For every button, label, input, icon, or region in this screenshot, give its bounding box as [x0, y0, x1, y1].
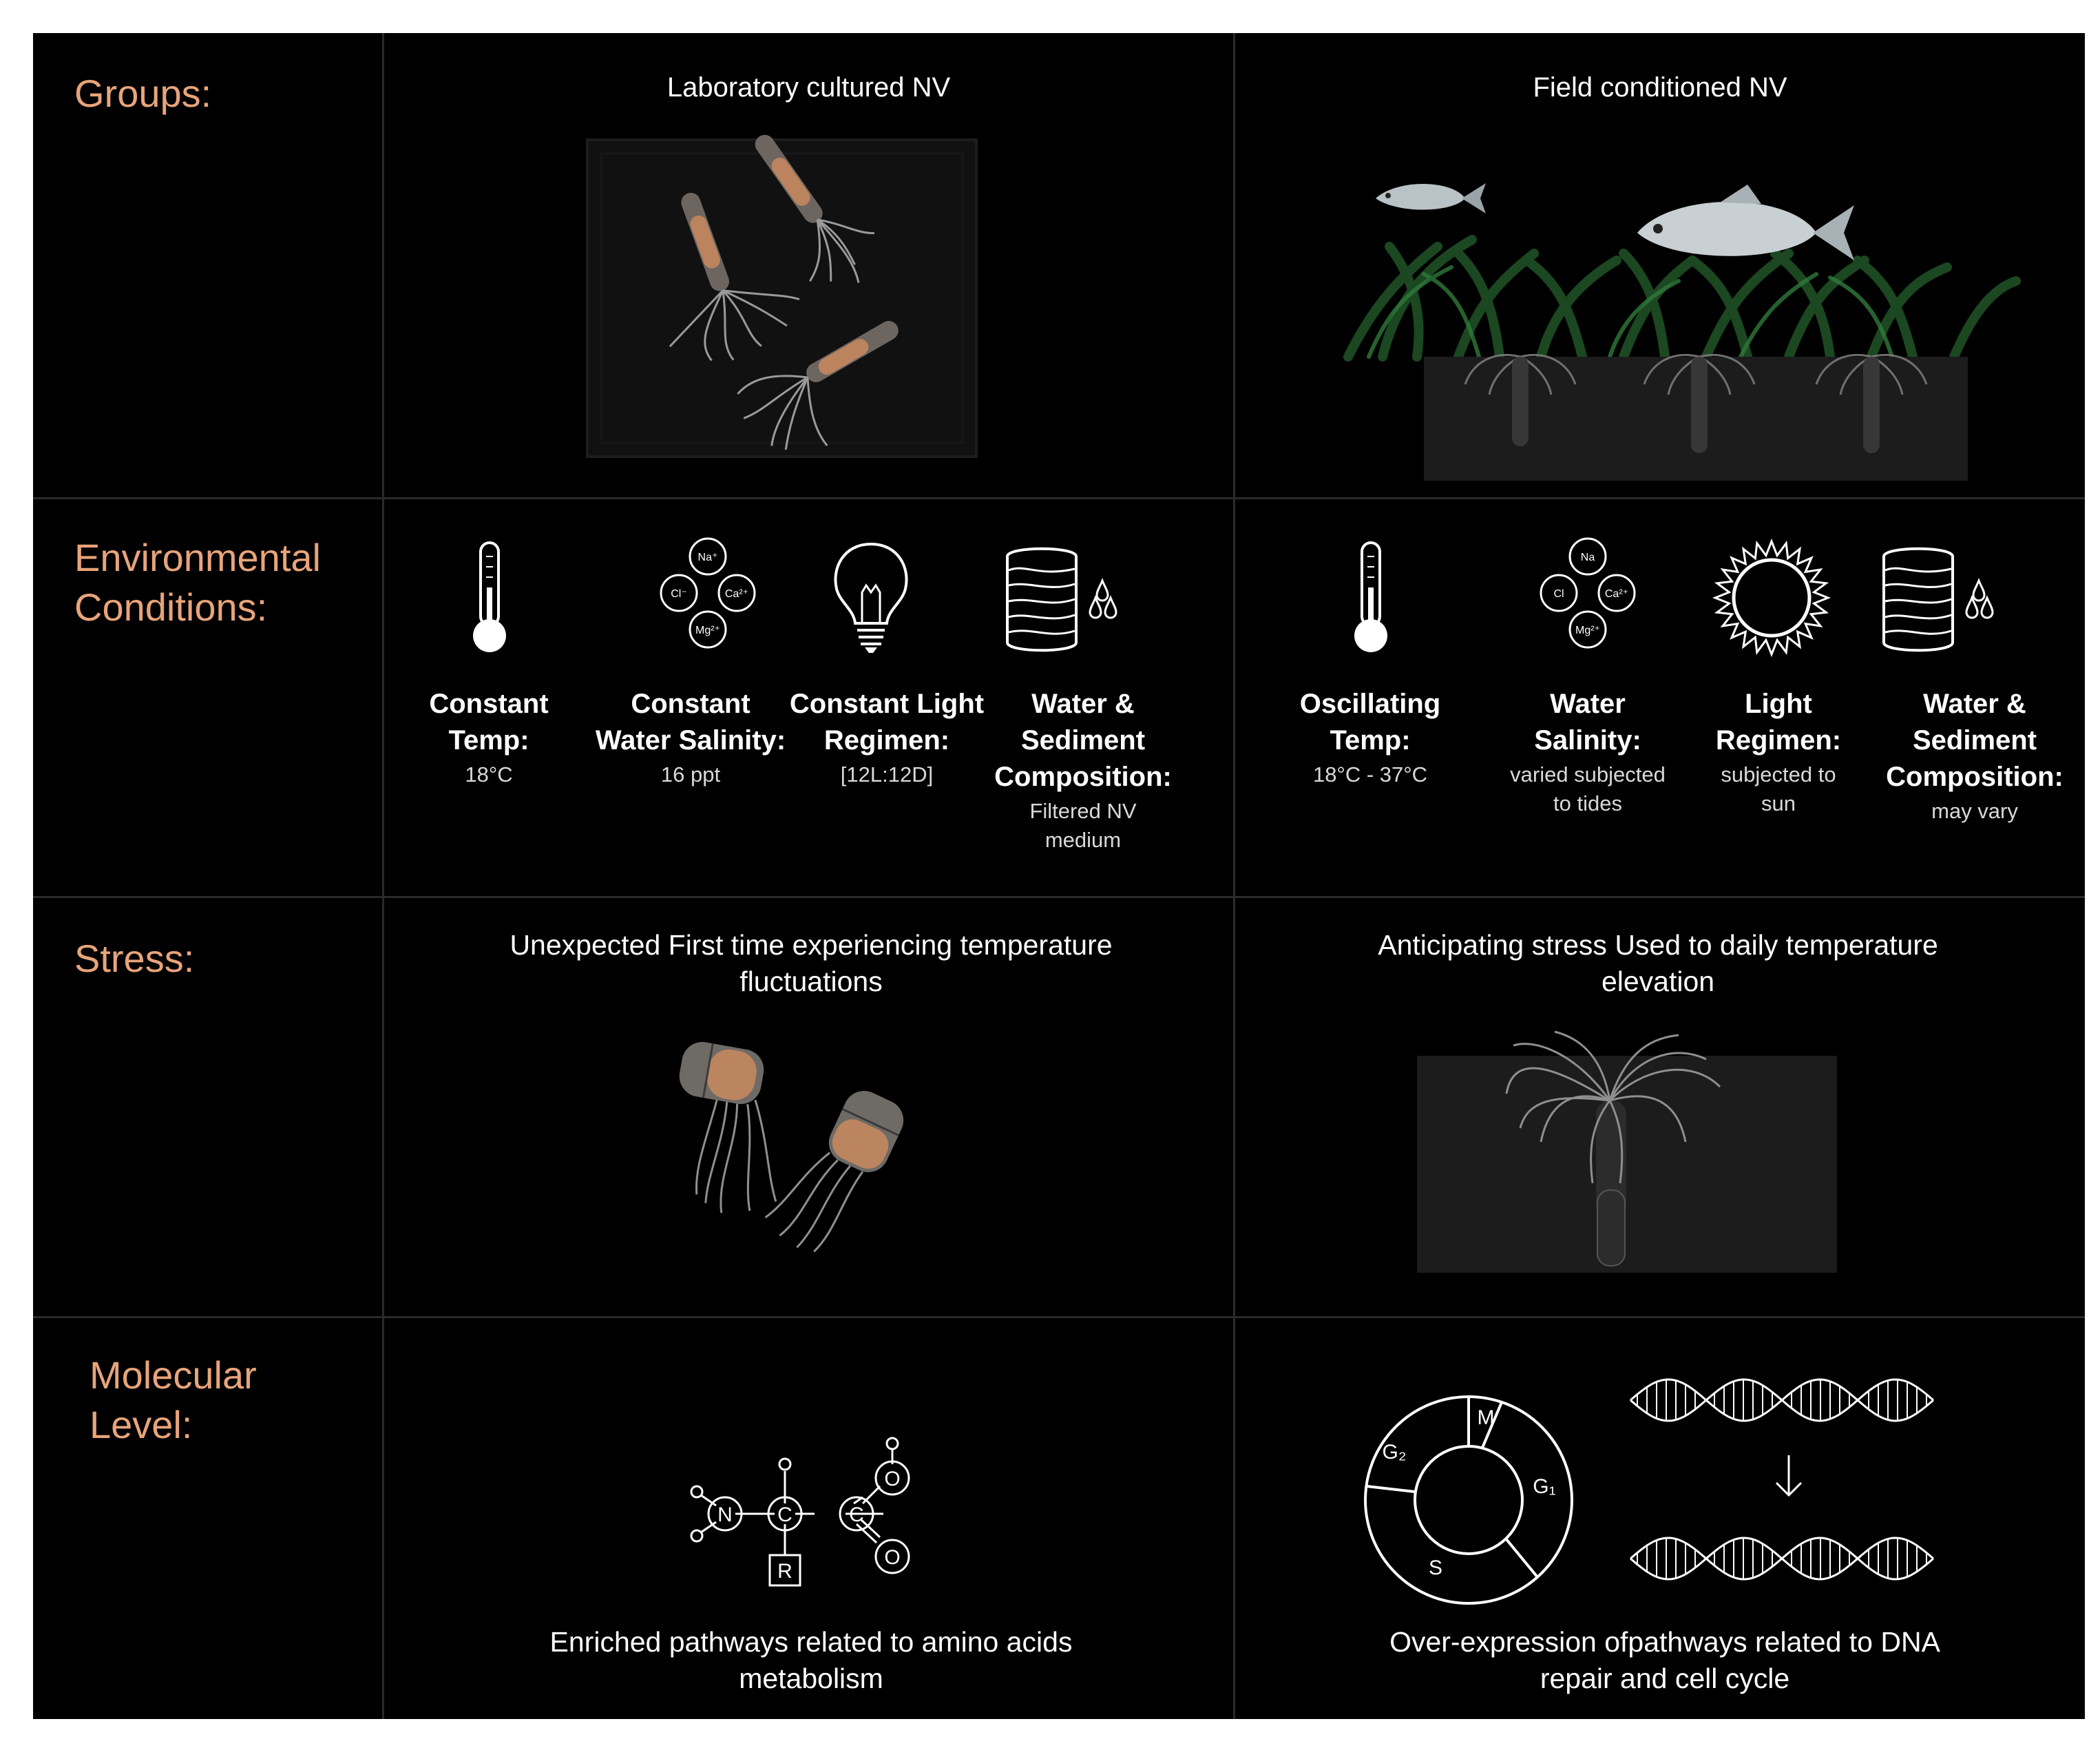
condition-title: Light Regimen: [1715, 689, 1842, 756]
condition-title: Water & Sediment Composition: [994, 689, 1172, 792]
molecular-caption-field: Over-expression ofpathways related to DN… [1389, 1626, 1940, 1694]
amino-acid-structure-icon: N C C O O R [690, 1437, 910, 1587]
polyp-icon [1505, 1030, 1721, 1267]
row-label-environmental: Environmental Conditions: [74, 536, 321, 629]
fish-icon [1376, 183, 1486, 214]
condition-value: 18°C - 37°C [1312, 762, 1428, 787]
column-title-lab: Laboratory cultured NV [666, 72, 951, 103]
condition-value: 18°C [465, 762, 513, 787]
sediment-icon [1006, 547, 1117, 652]
condition-title: Oscillating Temp: [1299, 689, 1441, 756]
row-label-groups: Groups: [74, 72, 212, 115]
ion-label: Ca²⁺ [725, 588, 748, 600]
ion-label: Na [1581, 552, 1595, 563]
column-divider [1233, 33, 1235, 1719]
condition-title: Constant Water Salinity: [595, 689, 786, 756]
condition-value: Filtered NV medium [1029, 799, 1137, 852]
ion-label: Mg²⁺ [1575, 625, 1600, 636]
seagrass [1343, 235, 2021, 362]
culture-dish [586, 138, 978, 458]
buried-polyp-icon [1464, 353, 1928, 453]
atom-label: N [717, 1503, 733, 1526]
ions-icon: Na Cl Ca²⁺ Mg²⁺ [1540, 537, 1636, 649]
dna-repair-icon [1630, 1378, 1934, 1581]
condition-field-temp: Oscillating Temp: 18°C - 37°C [1270, 686, 1470, 789]
atom-label: C [777, 1503, 792, 1526]
condition-title: Water Salinity: [1534, 689, 1641, 756]
condition-field-light: Light Regimen: subjected to sun [1679, 686, 1878, 818]
condition-title: Constant Temp: [429, 689, 549, 756]
condition-value: 16 ppt [660, 762, 721, 787]
condition-title: Constant Light Regimen: [789, 689, 985, 756]
dna-helix-icon [1630, 1378, 1934, 1422]
thermometer-icon [473, 541, 506, 652]
condition-lab-sediment: Water & Sediment Composition: Filtered N… [983, 686, 1183, 855]
row-divider [33, 497, 2085, 499]
lab-dish-illustration [586, 134, 978, 458]
buried-polyp-illustration [1417, 1030, 1837, 1273]
condition-title: Water & Sediment Composition: [1886, 689, 2064, 792]
ion-label: Cl⁻ [671, 588, 687, 600]
condition-value: [12L:12D] [840, 762, 934, 787]
row-label-stress: Stress: [74, 937, 195, 980]
field-habitat-illustration [1343, 183, 2021, 481]
atom-label: C [849, 1503, 864, 1526]
atom-label: R [777, 1560, 792, 1583]
condition-lab-temp: Constant Temp: 18°C [389, 686, 589, 789]
stress-caption-lab: Unexpected First time experiencing tempe… [510, 929, 1113, 997]
figure-panel: Groups: Environmental Conditions: Stress… [33, 33, 2085, 1719]
water-drops-icon [1965, 577, 1994, 619]
thermometer-icon [1354, 541, 1387, 652]
polyp-icon [737, 321, 899, 450]
ion-label: Ca²⁺ [1605, 588, 1628, 600]
condition-value: subjected to sun [1721, 762, 1836, 815]
phase-label: G₂ [1383, 1441, 1407, 1464]
row-divider [33, 896, 2085, 898]
atom-label: O [884, 1546, 900, 1569]
phase-label: G₁ [1533, 1475, 1555, 1498]
ion-label: Na⁺ [698, 552, 718, 563]
sediment-icon [1882, 547, 1994, 652]
condition-field-sediment: Water & Sediment Composition: may vary [1875, 686, 2075, 826]
phase-label: S [1429, 1556, 1442, 1579]
sediment-block [1417, 1056, 1837, 1273]
ion-label: Mg²⁺ [695, 625, 720, 636]
dna-helix-icon [1630, 1537, 1934, 1581]
polyp-icon [679, 1041, 777, 1214]
column-divider [382, 33, 384, 1719]
condition-lab-light: Constant Light Regimen: [12L:12D] [787, 686, 987, 789]
cell-cycle-icon: M G₁ S G₂ [1364, 1395, 1573, 1605]
water-drops-icon [1089, 577, 1117, 619]
polyp-icon [669, 192, 800, 362]
stressed-polyps-illustration [679, 1041, 904, 1253]
stress-caption-field: Anticipating stress Used to daily temper… [1378, 929, 1938, 997]
row-label-molecular: Molecular Level: [90, 1353, 257, 1446]
atom-label: O [884, 1468, 900, 1490]
condition-value: may vary [1931, 799, 2018, 823]
ion-label: Cl [1553, 588, 1564, 600]
light-bulb-icon [834, 542, 908, 653]
column-title-field: Field conditioned NV [1533, 72, 1787, 103]
polyp-icon [764, 1091, 904, 1253]
fish-icon [1637, 185, 1854, 260]
molecular-caption-lab: Enriched pathways related to amino acids… [549, 1626, 1073, 1694]
row-divider [33, 1316, 2085, 1318]
condition-field-salinity: Water Salinity: varied subjected to tide… [1488, 686, 1688, 818]
arrow-down-icon [1775, 1455, 1803, 1497]
ions-icon: Na⁺ Cl⁻ Ca²⁺ Mg²⁺ [660, 537, 756, 649]
sun-icon [1712, 538, 1831, 658]
phase-label: M [1478, 1406, 1495, 1429]
condition-lab-salinity: Constant Water Salinity: 16 ppt [591, 686, 790, 789]
polyp-icon [755, 134, 874, 283]
condition-value: varied subjected to tides [1510, 762, 1666, 815]
